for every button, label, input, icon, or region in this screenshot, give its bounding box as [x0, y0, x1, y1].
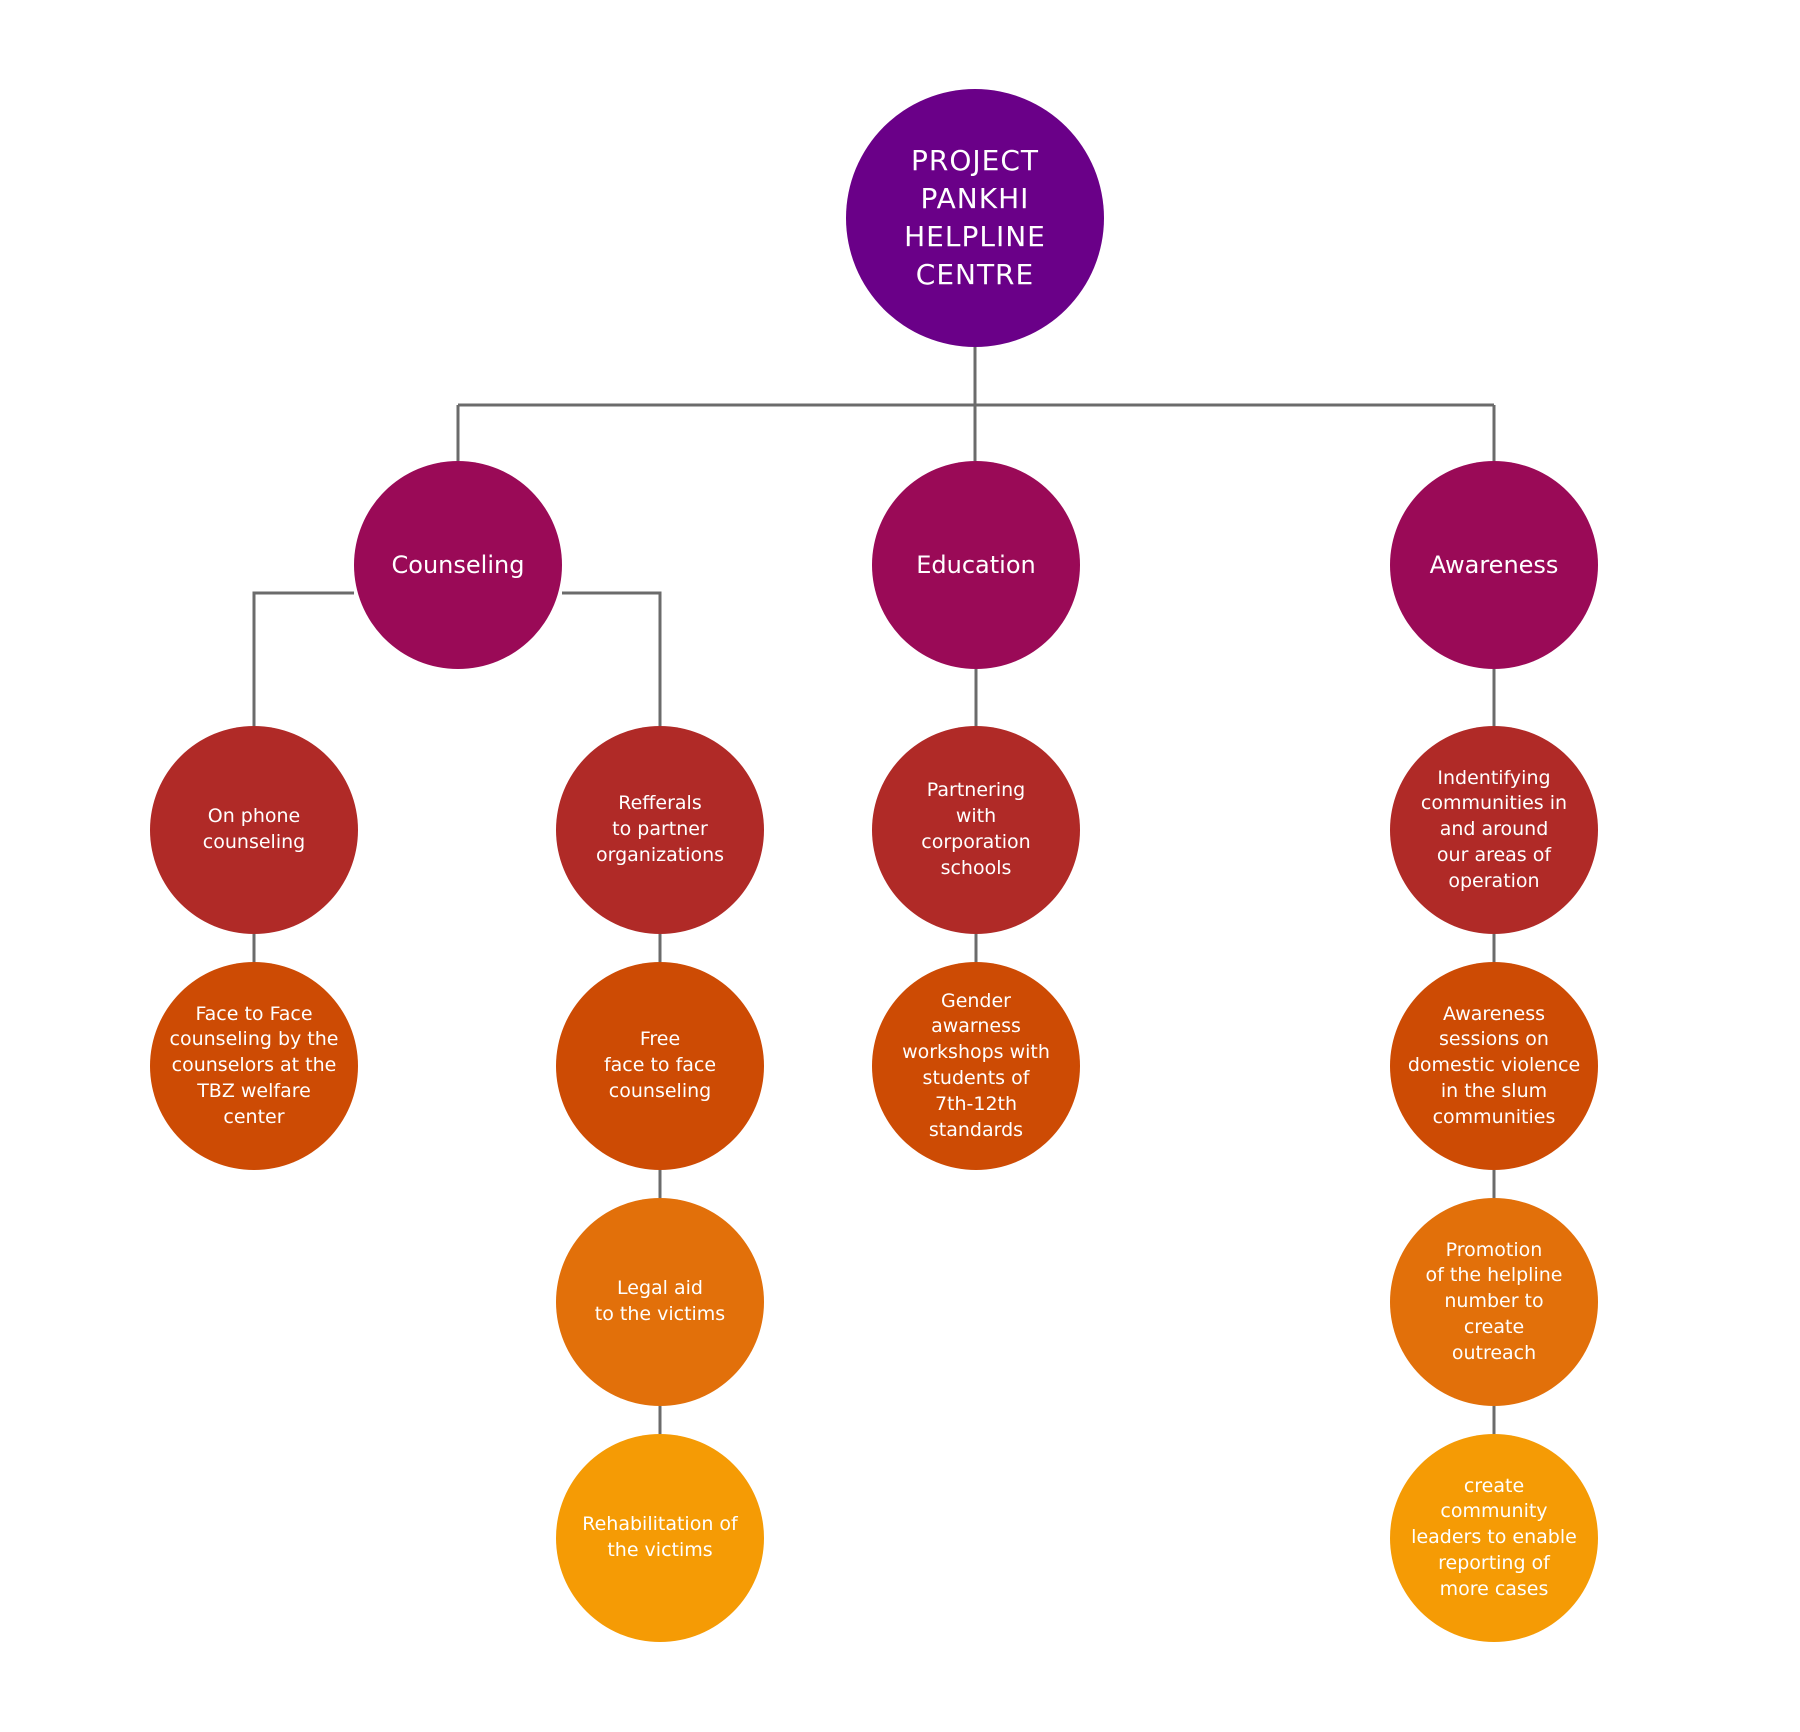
node-community-leaders: create community leaders to enable repor… [1390, 1434, 1598, 1642]
node-label: Indentifying communities in and around o… [1420, 766, 1568, 892]
category-node-awareness: Awareness [1390, 461, 1598, 669]
node-label: Free face to face counseling [603, 1028, 717, 1102]
category-label: Counseling [391, 551, 525, 579]
node-referrals: Refferals to partner organizations [556, 726, 764, 934]
node-label: Partnering with corporation schools [921, 779, 1031, 879]
category-label: Awareness [1429, 551, 1559, 579]
node-label: Promotion of the helpline number to crea… [1425, 1238, 1563, 1364]
category-node-counseling: Counseling [354, 461, 562, 669]
root-label: PROJECT PANKHI HELPLINE CENTRE [904, 144, 1046, 291]
node-label: Refferals to partner organizations [595, 792, 725, 866]
node-awareness-sessions: Awareness sessions on domestic violence … [1390, 962, 1598, 1170]
connector-line [562, 591, 662, 726]
node-gender-awareness-workshops: Gender awarness workshops with students … [872, 962, 1080, 1170]
node-partnering-schools: Partnering with corporation schools [872, 726, 1080, 934]
node-helpline-promotion: Promotion of the helpline number to crea… [1390, 1198, 1598, 1406]
node-label: create community leaders to enable repor… [1411, 1474, 1577, 1600]
node-legal-aid: Legal aid to the victims [556, 1198, 764, 1406]
node-rehabilitation: Rehabilitation of the victims [556, 1434, 764, 1642]
node-label: Legal aid to the victims [594, 1277, 726, 1325]
node-label: Gender awarness workshops with students … [902, 989, 1050, 1141]
node-label: Rehabilitation of the victims [582, 1513, 738, 1561]
node-label: On phone counseling [202, 805, 306, 853]
node-on-phone-counseling: On phone counseling [150, 726, 358, 934]
node-label: Awareness sessions on domestic violence … [1407, 1002, 1581, 1128]
node-identifying-communities: Indentifying communities in and around o… [1390, 726, 1598, 934]
node-face-to-face-counseling: Face to Face counseling by the counselor… [150, 962, 358, 1170]
category-node-education: Education [872, 461, 1080, 669]
node-label: Face to Face counseling by the counselor… [169, 1002, 339, 1128]
node-free-face-to-face: Free face to face counseling [556, 962, 764, 1170]
connector-line [252, 591, 354, 726]
root-node: PROJECT PANKHI HELPLINE CENTRE [846, 89, 1104, 347]
category-label: Education [916, 551, 1036, 579]
